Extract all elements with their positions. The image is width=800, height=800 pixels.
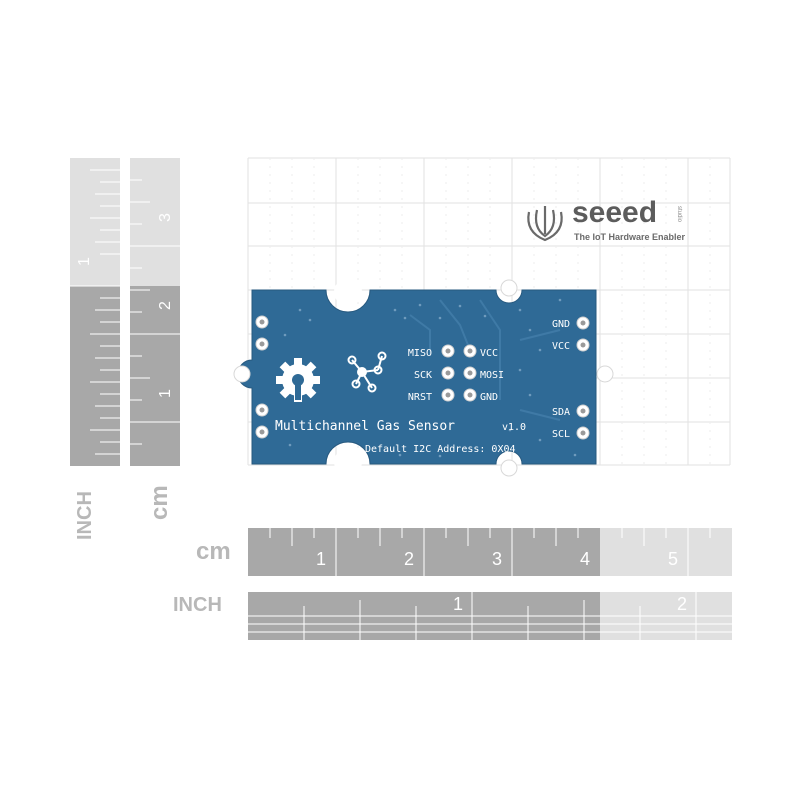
header-label-sda: SDA (552, 407, 570, 418)
board-version: v1.0 (502, 422, 526, 433)
vertical-cm-tick-2: 2 (157, 301, 174, 310)
open-hardware-gear-icon (276, 358, 320, 402)
vertical-inch-tick-1: 1 (76, 257, 93, 266)
isp-label-vcc: VCC (480, 348, 498, 359)
seeed-tagline: The IoT Hardware Enabler (574, 232, 686, 242)
vertical-inch-ruler (70, 158, 120, 466)
pcb-board (233, 278, 614, 477)
inch-tick-2: 2 (677, 594, 688, 614)
isp-label-mosi: MOSI (480, 370, 504, 381)
header-label-gnd: GND (552, 319, 570, 330)
inch-tick-1: 1 (453, 594, 464, 614)
inch-label-horizontal: INCH (173, 594, 222, 616)
header-label-scl: SCL (552, 429, 570, 440)
seeed-studio-vertical: studio (676, 206, 682, 223)
seeed-brand: seeed (572, 196, 658, 229)
cm-label-vertical: cm (146, 485, 173, 520)
horizontal-inch-ruler (248, 592, 732, 640)
vertical-cm-tick-3: 3 (157, 213, 174, 222)
header-label-vcc: VCC (552, 341, 570, 352)
grove-molecule-icon (347, 351, 387, 393)
isp-label-miso: MISO (408, 348, 432, 359)
horizontal-cm-ruler (248, 528, 732, 576)
cm-tick-2: 2 (404, 549, 415, 569)
vertical-cm-ruler (130, 158, 180, 466)
cm-tick-1: 1 (316, 549, 327, 569)
board-title: Multichannel Gas Sensor (275, 419, 455, 434)
board-subtitle: Default I2C Address: 0X04 (365, 444, 516, 455)
cm-tick-3: 3 (492, 549, 503, 569)
inch-label-vertical: INCH (74, 491, 96, 540)
cm-tick-5: 5 (668, 549, 679, 569)
isp-label-sck: SCK (414, 370, 432, 381)
cm-label-horizontal: cm (196, 538, 231, 565)
isp-label-gnd: GND (480, 392, 498, 403)
cm-tick-4: 4 (580, 549, 591, 569)
isp-label-nrst: NRST (408, 392, 432, 403)
vertical-cm-tick-1: 1 (157, 389, 174, 398)
seeed-logo-icon (527, 206, 563, 242)
